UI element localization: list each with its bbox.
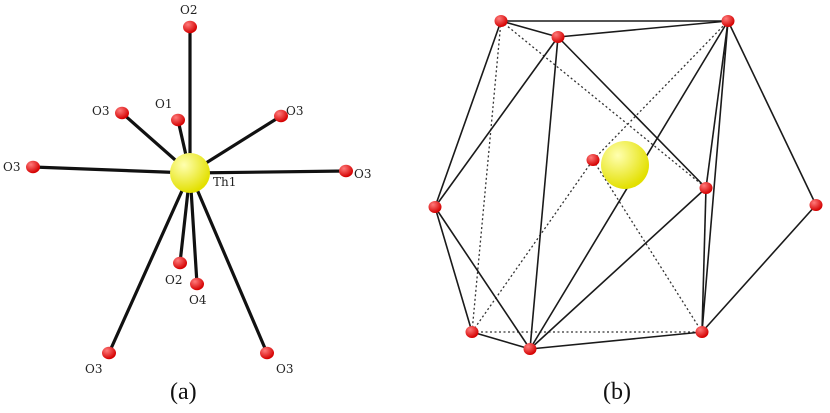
bond-th1-o3-left [31, 165, 192, 175]
polyhedron-edge-1 [500, 20, 559, 38]
hidden-edge-3 [471, 159, 594, 333]
oxygen-vertex-1 [721, 15, 735, 27]
hidden-edge-0 [500, 20, 707, 189]
oxygen-atom-o3-bottom-left [102, 346, 116, 360]
polyhedron-edge-8 [471, 331, 531, 350]
atom-label-o3-left: O3 [3, 160, 20, 174]
oxygen-atom-o2-top [183, 20, 197, 34]
polyhedron-edge-6 [434, 20, 502, 208]
polyhedron-edge-15 [529, 187, 707, 350]
atom-label-o3-upper-left: O3 [92, 104, 109, 118]
oxygen-vertex-3 [586, 154, 600, 166]
panel-b: (b) [428, 15, 823, 405]
oxygen-atom-o3-upper-left [115, 106, 129, 120]
oxygen-atom-o3-left [26, 160, 40, 174]
bond-th1-o3-right [188, 169, 348, 175]
polyhedron-edge-7 [434, 206, 473, 333]
polyhedron-edge-16 [705, 20, 729, 189]
polyhedron-edge-10 [434, 206, 531, 350]
oxygen-atom-o3-bottom-right [260, 346, 274, 360]
panel-b-hidden-edges [471, 20, 729, 333]
oxygen-vertex-2 [551, 31, 565, 43]
thorium-atom-polyhedron [601, 141, 649, 189]
bond-th1-o3-bottom-right [188, 171, 269, 355]
atom-label-o1: O1 [155, 97, 172, 111]
polyhedron-edge-12 [529, 36, 559, 350]
oxygen-atom-o3-right [339, 164, 353, 178]
panel-b-label: (b) [603, 379, 631, 405]
polyhedron-edge-4 [701, 204, 817, 333]
panel-a-atoms [26, 20, 353, 360]
polyhedron-edge-13 [557, 36, 707, 189]
center-atom-label: Th1 [213, 175, 236, 189]
panel-a: O2 O1 O3 O3 O3 O3 Th1 O2 O4 O3 O3 (a) [3, 3, 371, 405]
oxygen-vertex-9 [695, 326, 709, 338]
hidden-edge-5 [592, 20, 729, 161]
oxygen-vertex-0 [494, 15, 508, 27]
oxygen-atom-o3-upper-right [274, 109, 288, 123]
polyhedron-edge-2 [557, 20, 729, 38]
atom-label-o4: O4 [189, 293, 207, 307]
hidden-edge-4 [592, 159, 703, 333]
oxygen-atom-o1 [171, 113, 185, 127]
oxygen-vertex-5 [428, 201, 442, 213]
oxygen-vertex-8 [523, 343, 537, 355]
atom-label-o2-top: O2 [180, 3, 197, 17]
oxygen-atom-o2-lower [173, 256, 187, 270]
oxygen-atom-o4 [190, 277, 204, 291]
atom-label-o3-upper-right: O3 [286, 104, 303, 118]
bond-th1-o3-bottom-left [107, 171, 192, 355]
oxygen-vertex-6 [809, 199, 823, 211]
atom-label-o3-bottom-right: O3 [276, 362, 293, 376]
polyhedron-edge-11 [434, 36, 559, 208]
polyhedron-edge-5 [701, 20, 729, 333]
atom-label-o2-lower: O2 [165, 273, 182, 287]
atom-label-o3-right: O3 [354, 167, 371, 181]
thorium-atom [170, 153, 210, 193]
oxygen-vertex-7 [465, 326, 479, 338]
panel-b-vertices [428, 15, 823, 355]
oxygen-vertex-4 [699, 182, 713, 194]
polyhedron-edge-3 [727, 20, 817, 206]
panel-a-label: (a) [170, 379, 197, 405]
polyhedron-edge-14 [701, 187, 707, 333]
atom-label-o3-bottom-left: O3 [85, 362, 102, 376]
polyhedron-edge-9 [529, 331, 703, 350]
